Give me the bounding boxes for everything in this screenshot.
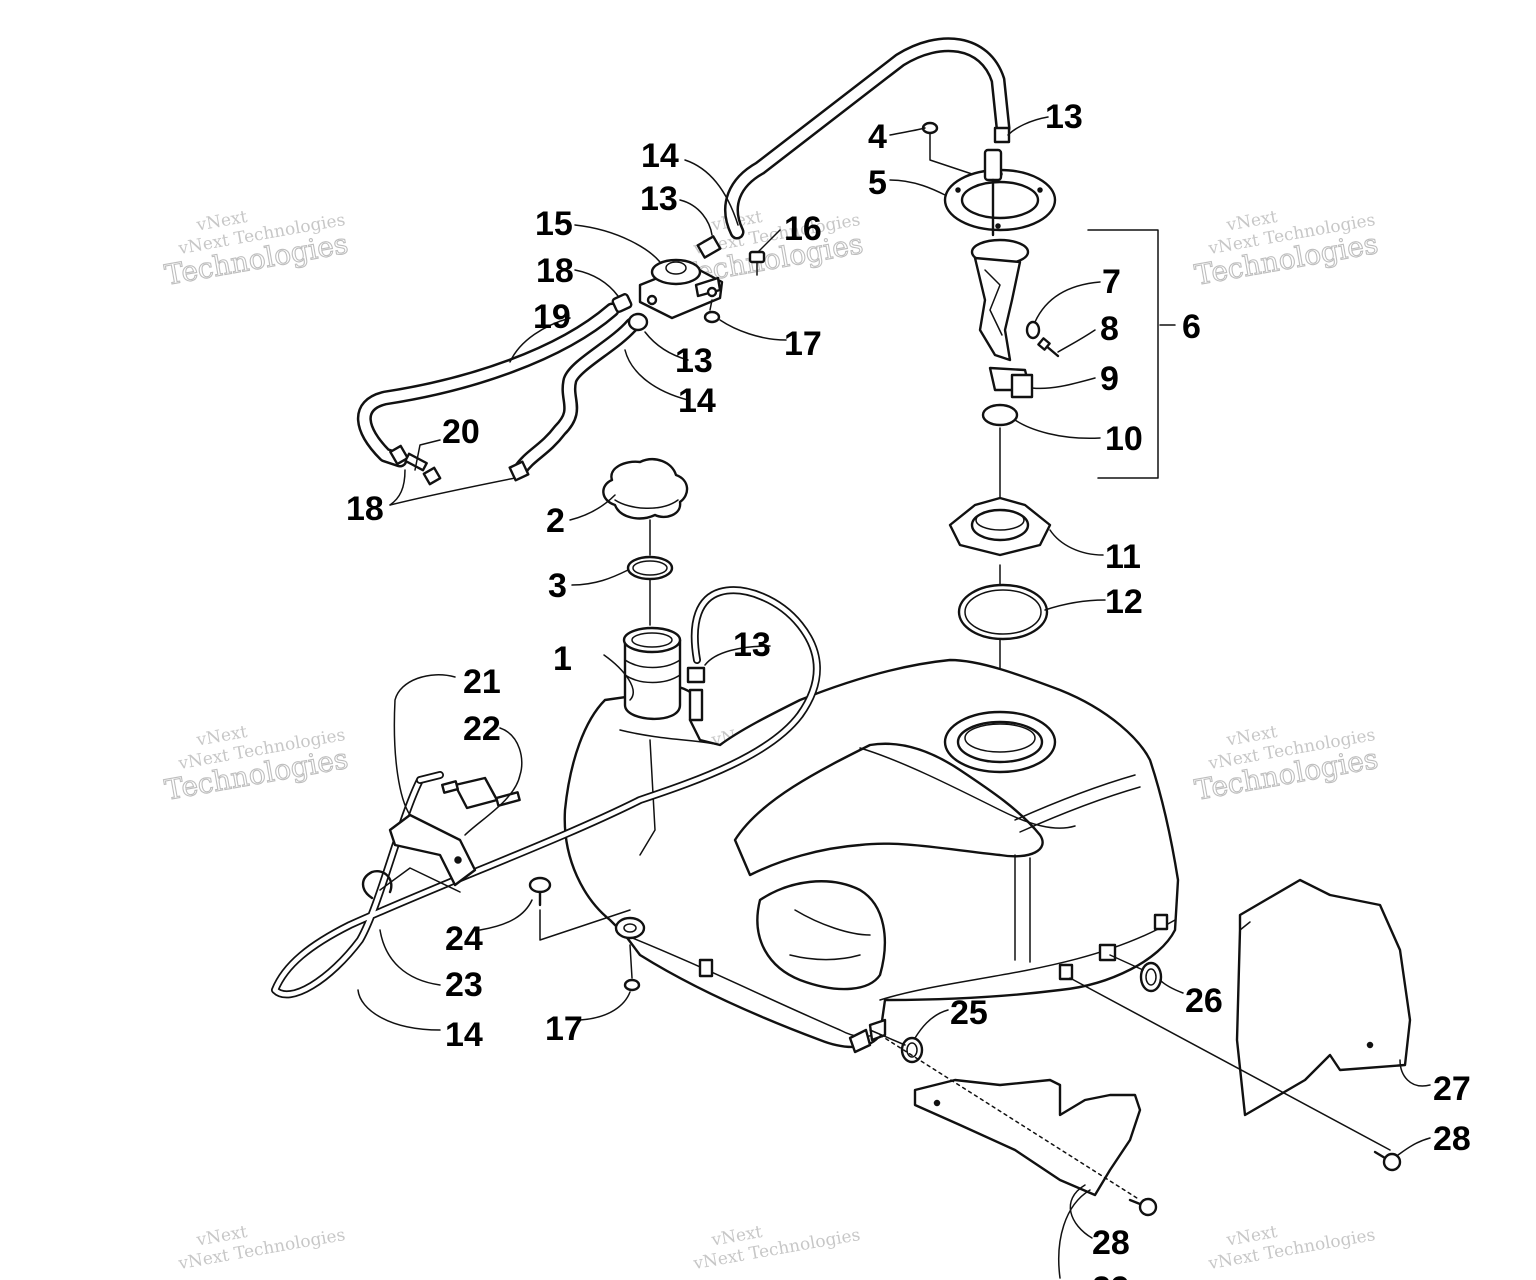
heat-shield-29	[913, 1078, 1142, 1197]
callout-21: 21	[463, 663, 501, 701]
clamp-13-mid	[627, 312, 649, 332]
callout-26: 26	[1185, 982, 1223, 1020]
callout-10: 10	[1105, 420, 1143, 458]
callout-9: 9	[1100, 360, 1119, 398]
callout-28-bottom: 28	[1092, 1224, 1130, 1262]
leader-lines	[357, 116, 1431, 1279]
watermark-top-left: vNext vNext Technologies Technologies	[162, 207, 351, 292]
callout-27: 27	[1433, 1070, 1471, 1108]
callout-17-top: 17	[784, 325, 822, 363]
callout-14-top: 14	[641, 137, 679, 175]
screw-28-right	[1373, 1150, 1402, 1172]
callout-23: 23	[445, 966, 483, 1004]
lock-ring-11	[948, 496, 1052, 557]
watermark-mid-right: vNext vNext Technologies Technologies	[1192, 722, 1381, 807]
callout-5: 5	[868, 164, 887, 202]
fuel-pump-15	[638, 235, 724, 320]
callout-7: 7	[1102, 263, 1121, 301]
callout-14-bottom: 14	[445, 1016, 483, 1054]
callout-20: 20	[442, 413, 480, 451]
callout-18-bottom: 18	[346, 490, 384, 528]
watermark-bottom-right: vNext vNext Technologies	[1206, 1222, 1377, 1274]
grommet-26	[1139, 961, 1163, 993]
bracket-6	[1087, 229, 1159, 479]
watermark-mid-left: vNext vNext Technologies Technologies	[162, 722, 351, 807]
callout-14-mid: 14	[678, 382, 716, 420]
hose-clamp-13-tank	[686, 666, 706, 684]
grommet-25	[900, 1036, 924, 1064]
screw-16	[748, 250, 766, 276]
callout-24: 24	[445, 920, 483, 958]
callout-22: 22	[463, 710, 501, 748]
gasket-3	[626, 555, 674, 581]
callout-15: 15	[535, 205, 573, 243]
fitting-20	[389, 444, 530, 486]
callout-25: 25	[950, 994, 988, 1032]
screw-24	[528, 876, 552, 907]
watermark-bottom-center: vNext vNext Technologies	[691, 1222, 862, 1274]
clamp-18-upper	[611, 293, 633, 313]
callout-13-tank: 13	[733, 626, 771, 664]
callout-28-right: 28	[1433, 1120, 1471, 1158]
callout-17-bottom: 17	[545, 1010, 583, 1048]
nut-17-bottom	[623, 978, 641, 992]
callout-11: 11	[1105, 538, 1141, 576]
grommet-7	[1025, 320, 1041, 340]
hose-14-mid	[512, 317, 640, 478]
callout-12: 12	[1105, 583, 1143, 621]
watermark-bottom-left: vNext vNext Technologies	[176, 1222, 347, 1274]
fuel-cap-2	[602, 458, 689, 520]
filter-10	[981, 403, 1019, 427]
callout-labels: 1 2 3 4 5 6 7 8 9 10 11 12 13 13 13 13 1…	[346, 98, 1471, 1280]
callout-29: 29	[1092, 1270, 1130, 1280]
callout-8: 8	[1100, 310, 1119, 348]
callout-19: 19	[533, 298, 571, 336]
watermark-top-right: vNext vNext Technologies Technologies	[1192, 207, 1381, 292]
fuel-level-sender-6	[970, 148, 1034, 399]
screw-28-bottom	[1128, 1197, 1158, 1217]
callout-2: 2	[546, 502, 565, 540]
top-vent-hose	[724, 37, 1011, 240]
callout-13-top: 13	[1045, 98, 1083, 136]
callout-1: 1	[553, 640, 572, 678]
callout-16: 16	[784, 210, 822, 248]
fuel-tank-1	[563, 626, 1180, 1054]
hose-19	[356, 302, 620, 468]
callout-6: 6	[1182, 308, 1201, 346]
bracket-21	[388, 813, 477, 887]
screw-8	[1037, 337, 1060, 358]
nut-17-top	[703, 310, 721, 324]
gasket-12	[957, 583, 1049, 641]
callout-4: 4	[868, 118, 887, 156]
hose-clamp-13-top	[993, 126, 1011, 144]
callout-3: 3	[548, 567, 567, 605]
vent-tube-14	[271, 586, 821, 999]
callout-18-top: 18	[536, 252, 574, 290]
inline-filter-22	[441, 776, 521, 810]
heat-shield-27	[1235, 878, 1412, 1117]
hose-clamp-13	[696, 235, 722, 259]
callout-13-pump: 13	[640, 180, 678, 218]
callout-13-mid: 13	[675, 342, 713, 380]
